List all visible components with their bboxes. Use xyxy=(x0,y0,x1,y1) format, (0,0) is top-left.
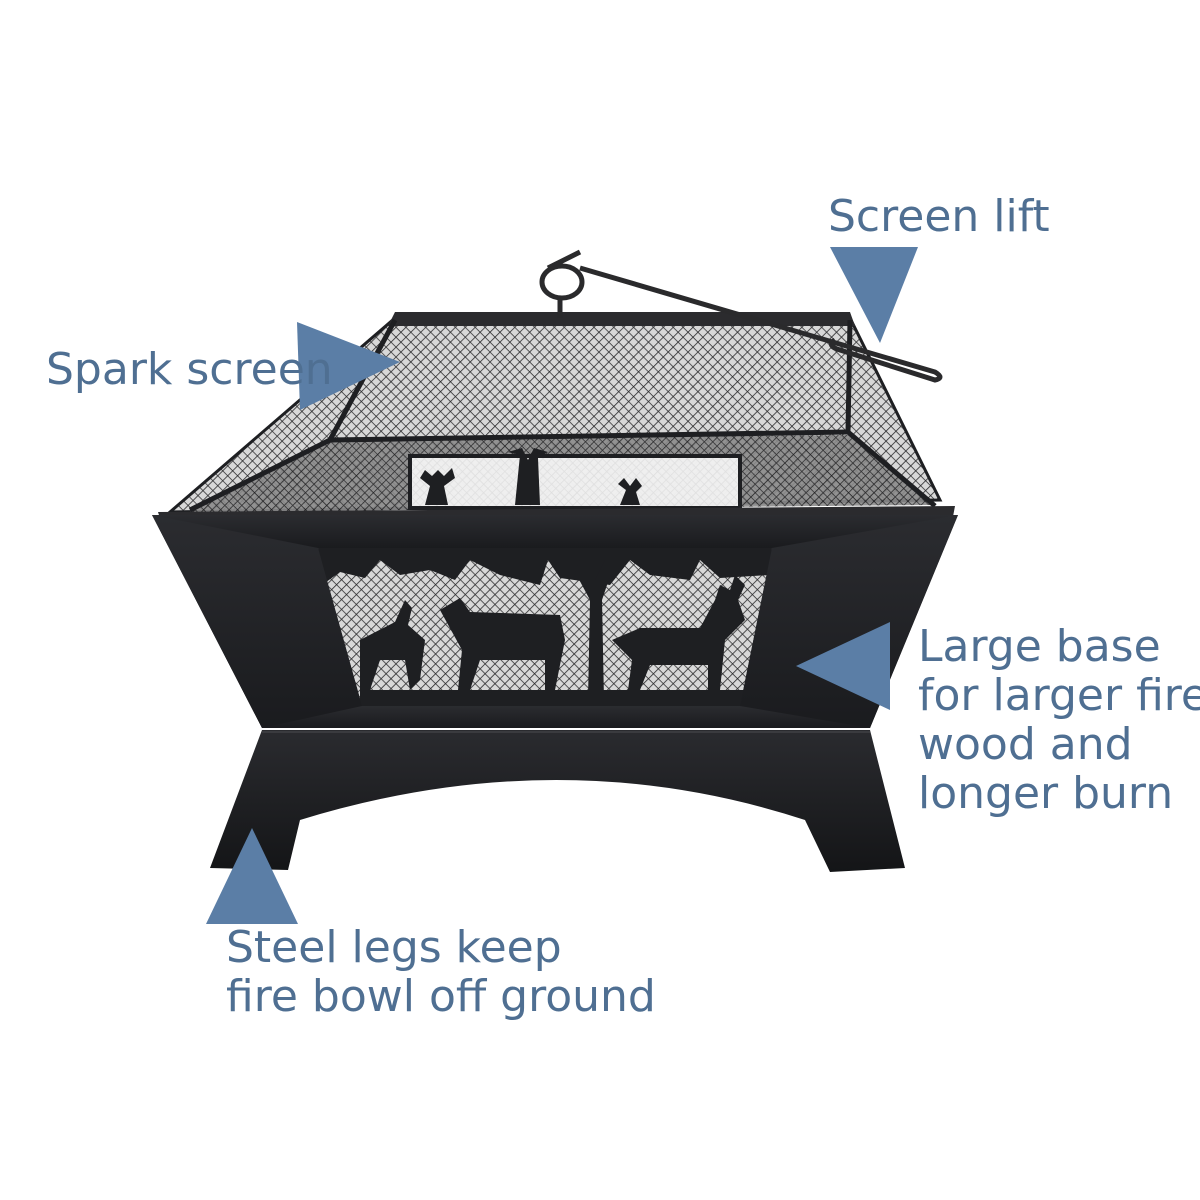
large-base-line-2: for larger fire xyxy=(918,670,1200,721)
steel-legs-line-2: fire bowl off ground xyxy=(226,971,656,1022)
fire-bowl xyxy=(152,506,958,728)
large-base-line-1: Large base xyxy=(918,621,1161,672)
deer-silhouette-panel xyxy=(318,548,772,706)
steel-legs-label: Steel legs keep fire bowl off ground xyxy=(226,923,656,1021)
spark-screen-label: Spark screen xyxy=(46,345,333,394)
large-base-arrow xyxy=(796,622,890,710)
screen-lift-text: Screen lift xyxy=(828,191,1050,242)
large-base-line-3: wood and xyxy=(918,719,1133,770)
spark-screen-text: Spark screen xyxy=(46,344,333,395)
spark-screen-arrow xyxy=(297,322,400,410)
screen-lift-label: Screen lift xyxy=(828,192,1050,241)
large-base-line-4: longer burn xyxy=(918,768,1174,819)
screen-lift-arrow xyxy=(830,247,918,343)
steel-legs-line-1: Steel legs keep xyxy=(226,922,562,973)
steel-legs-arrow xyxy=(206,828,298,924)
callout-arrows xyxy=(206,247,918,924)
screen-lift-tool xyxy=(539,249,943,383)
steel-legs xyxy=(210,730,905,872)
large-base-label: Large base for larger fire wood and long… xyxy=(918,622,1200,818)
